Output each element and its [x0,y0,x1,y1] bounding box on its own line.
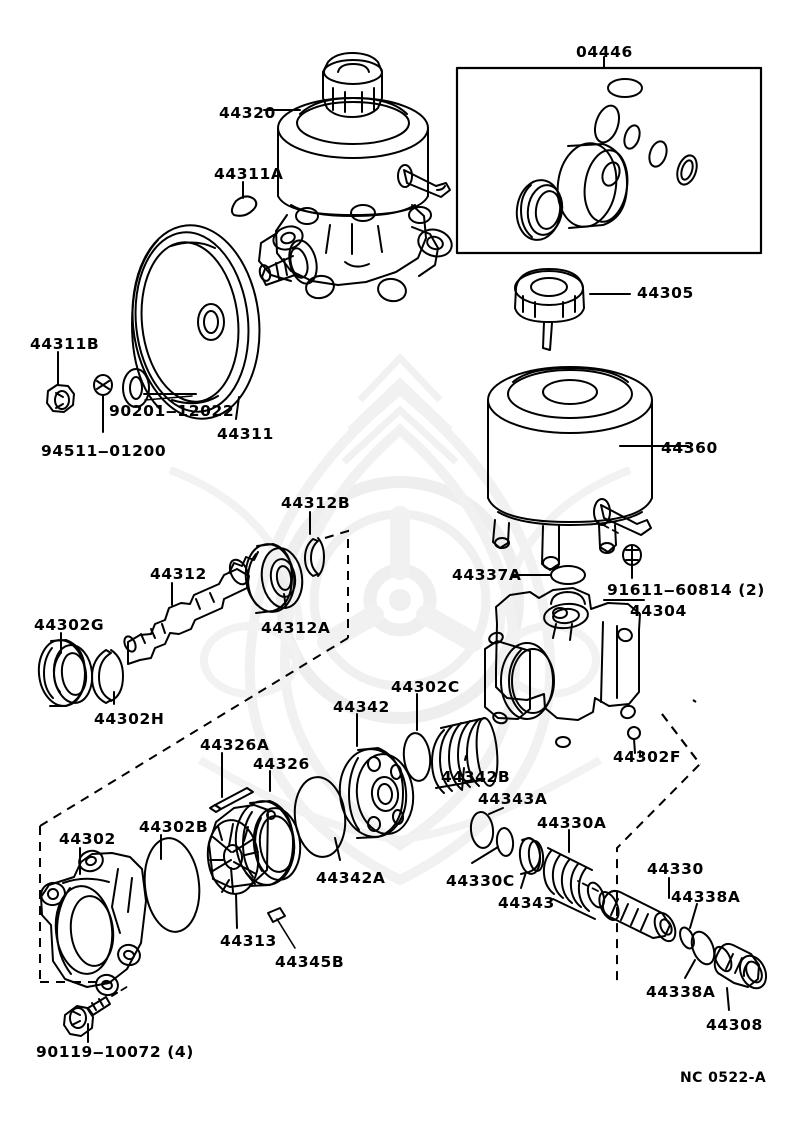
part-label-44330: 44330 [647,860,704,878]
part-44342A-oring [293,776,347,858]
part-44345B-vane [267,907,286,923]
leader-44313 [235,893,238,929]
part-label-44302B: 44302B [139,818,209,836]
part-44304-rear-housing [484,587,641,748]
part-90201-12022-washer [122,368,150,408]
leader-44342A [334,837,341,861]
part-44338A-oring-lower [690,930,716,966]
part-label-44342B: 44342B [441,768,511,786]
part-44302F-pin [627,726,641,754]
part-44302B-oring [143,837,201,933]
part-label-90119-10072: 90119‒10072 (4) [36,1043,194,1061]
part-label-44343A: 44343A [478,790,548,808]
part-label-44342: 44342 [333,698,390,716]
part-label-44302H: 44302H [94,710,165,728]
part-44302C-oring [402,732,432,782]
part-44337A-oring [550,565,586,585]
part-44342-side-plate [338,747,415,839]
part-04446-kit-box [455,66,763,255]
part-label-44330A: 44330A [537,814,607,832]
part-label-44311A: 44311A [214,165,284,183]
part-44308-plug [713,942,768,990]
part-44343-seat [518,837,545,875]
part-label-44330C: 44330C [446,872,515,890]
part-label-44337A: 44337A [452,566,522,584]
part-44312B-snapring [304,537,325,577]
part-label-44305: 44305 [637,284,694,302]
leader-44345B [276,918,296,949]
part-label-44345B: 44345B [275,953,345,971]
part-label-44338A-lower: 44338A [646,983,716,1001]
part-label-44302: 44302 [59,830,116,848]
leader-44330C [471,846,499,864]
leader-44311 [235,396,240,420]
part-44326A-pin [209,787,254,813]
part-44302G-oil-seal [37,639,94,707]
part-label-94511-01200: 94511‒01200 [41,442,167,460]
part-44302-pump-housing [40,849,147,997]
leader-44312A [283,593,287,609]
part-04446-kit-contents [515,78,698,241]
part-label-44302C: 44302C [391,678,460,696]
part-label-44302F: 44302F [613,748,682,766]
part-44330C-oring [495,827,515,857]
part-44338A-oring-upper [679,926,695,950]
part-44342B-spring [431,717,499,794]
leader-44342B [461,767,465,791]
part-44311A-key [230,195,258,217]
background-watermark [168,352,632,886]
part-label-91611-60814: 91611‒60814 (2) [607,581,765,599]
part-label-44312: 44312 [150,565,207,583]
part-label-44311B: 44311B [30,335,100,353]
part-44305-reservoir-cap [514,268,585,351]
part-label-44308: 44308 [706,1016,763,1034]
part-label-44342A: 44342A [316,869,386,887]
leader-44308 [726,987,730,1011]
part-44330-flow-control-valve [598,889,677,943]
part-44330A-spring [542,847,606,920]
part-label-44302G: 44302G [34,616,105,634]
part-44343A-oring [469,811,495,849]
part-44360-oil-reservoir [487,366,653,571]
part-44320-vane-pump-assembly [258,52,453,303]
part-label-44320: 44320 [219,104,276,122]
part-label-04446: 04446 [576,43,633,61]
part-label-44312B: 44312B [281,494,351,512]
leader-44338A-lower [684,959,696,979]
leader-44338A-upper [689,903,698,929]
part-label-44326: 44326 [253,755,310,773]
part-44313-rotor [206,804,269,895]
assembly-group-boundary [39,529,702,986]
leader-44343A [488,807,504,815]
part-94511-01200-washer [93,374,113,396]
part-label-44360: 44360 [661,439,718,457]
part-44311-pulley [131,224,261,420]
part-label-44312A: 44312A [261,619,331,637]
part-label-44326A: 44326A [200,736,270,754]
part-44302H-snapring [91,649,124,704]
leader-44342B-tick [464,755,467,761]
part-44311B-nut [46,384,75,413]
part-90119-10072-bolt [63,996,111,1037]
part-label-44343: 44343 [498,894,555,912]
part-91611-60814-bolt [622,544,642,566]
part-label-44313: 44313 [220,932,277,950]
part-label-44304: 44304 [630,602,687,620]
part-44326-cam-ring [234,800,302,887]
part-label-90201-12022: 90201‒12022 [109,402,235,420]
leader-44343 [520,871,527,889]
part-label-44338A-upper: 44338A [671,888,741,906]
part-label-44311: 44311 [217,425,274,443]
diagram-footer-code: NC 0522-A [680,1070,767,1086]
